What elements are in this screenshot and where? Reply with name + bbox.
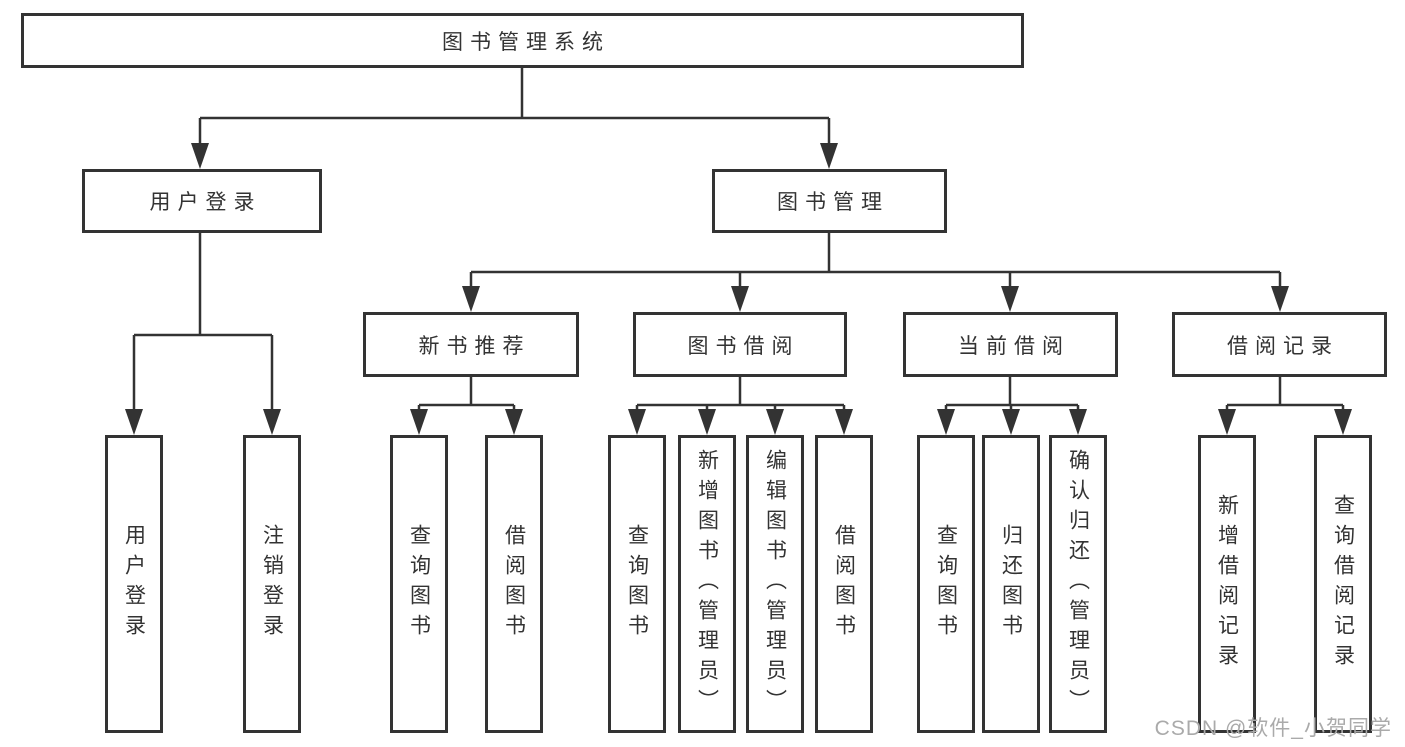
node-label: 查询图书 xyxy=(625,524,649,644)
node-label: 编辑图书（管理员） xyxy=(763,449,787,719)
leaf-recommend-query-books: 查询图书 xyxy=(390,435,448,733)
leaf-borrowing-query-books: 查询图书 xyxy=(608,435,666,733)
node-label: 用户登录 xyxy=(122,524,146,644)
node-label: 图书管理 xyxy=(777,191,889,214)
node-current-borrowing: 当前借阅 xyxy=(903,312,1118,377)
node-label: 查询图书 xyxy=(934,524,958,644)
node-label: 注销登录 xyxy=(260,524,284,644)
arrowhead-icons xyxy=(125,143,1352,435)
node-label: 图书管理系统 xyxy=(442,30,610,54)
node-book-management: 图书管理 xyxy=(712,169,947,233)
leaf-current-return-books: 归还图书 xyxy=(982,435,1040,733)
leaf-borrowing-add-books-admin: 新增图书（管理员） xyxy=(678,435,736,733)
leaf-borrowing-borrow-books: 借阅图书 xyxy=(815,435,873,733)
leaf-logout: 注销登录 xyxy=(243,435,301,733)
node-label: 新增图书（管理员） xyxy=(695,449,719,719)
node-label: 查询借阅记录 xyxy=(1331,494,1355,674)
node-library-management-system: 图书管理系统 xyxy=(21,13,1024,68)
connector-line-group xyxy=(132,68,1345,411)
node-label: 归还图书 xyxy=(999,524,1023,644)
node-user-login: 用户登录 xyxy=(82,169,322,233)
leaf-records-query-record: 查询借阅记录 xyxy=(1314,435,1372,733)
leaf-recommend-borrow-books: 借阅图书 xyxy=(485,435,543,733)
node-label: 借阅记录 xyxy=(1227,334,1339,358)
leaf-borrowing-edit-books-admin: 编辑图书（管理员） xyxy=(746,435,804,733)
node-borrowing-records: 借阅记录 xyxy=(1172,312,1387,377)
node-label: 图书借阅 xyxy=(687,334,800,358)
node-label: 确认归还（管理员） xyxy=(1066,449,1090,719)
node-label: 借阅图书 xyxy=(832,524,856,644)
node-book-borrowing: 图书借阅 xyxy=(633,312,847,377)
node-label: 新增借阅记录 xyxy=(1215,494,1239,674)
node-label: 借阅图书 xyxy=(502,524,526,644)
leaf-current-confirm-return-admin: 确认归还（管理员） xyxy=(1049,435,1107,733)
node-label: 当前借阅 xyxy=(958,334,1070,358)
leaf-current-query-books: 查询图书 xyxy=(917,435,975,733)
node-label: 新书推荐 xyxy=(418,334,531,358)
node-label: 用户登录 xyxy=(149,191,262,214)
node-new-book-recommend: 新书推荐 xyxy=(363,312,579,377)
node-label: 查询图书 xyxy=(407,524,431,644)
watermark-csdn: CSDN @软件_小贺同学 xyxy=(1154,717,1392,740)
leaf-records-add-record: 新增借阅记录 xyxy=(1198,435,1256,733)
leaf-user-login: 用户登录 xyxy=(105,435,163,733)
